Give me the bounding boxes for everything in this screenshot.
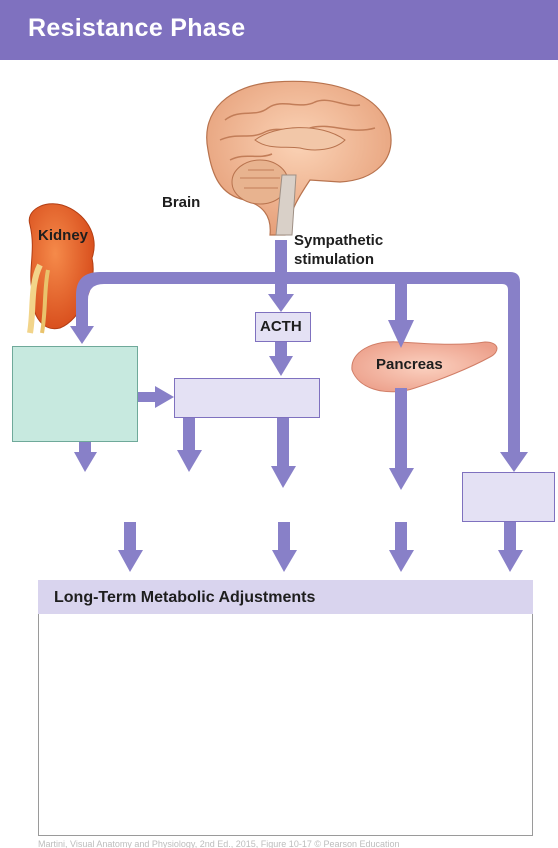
page-title: Resistance Phase [28, 14, 246, 42]
arrow-lt-3-head [389, 550, 414, 572]
arrow-lav-left-shaft [183, 418, 195, 452]
acth-box: ACTH [255, 312, 311, 342]
arrow-pancreas-down-head [389, 468, 414, 490]
arrow-lt-3-shaft [395, 522, 407, 552]
arrow-pancreas-head [388, 320, 414, 348]
adjustments-body [38, 614, 533, 836]
arrow-teal-down-shaft [79, 442, 91, 454]
pancreas-label: Pancreas [376, 356, 443, 373]
pancreas-illustration [351, 341, 498, 393]
arrow-acth-down-head [269, 356, 293, 376]
arrow-teal-down-head [74, 452, 97, 472]
adjustments-title: Long-Term Metabolic Adjustments [54, 589, 316, 606]
stimulation-label: stimulation [294, 251, 375, 268]
arrow-lt-2-shaft [278, 522, 290, 552]
adjustments-header: Long-Term Metabolic Adjustments [38, 580, 533, 614]
arrow-lav-right-head [271, 466, 296, 488]
footer-credit: Martini, Visual Anatomy and Physiology, … [38, 839, 400, 848]
arrow-lt-4-head [498, 550, 523, 572]
arrow-lt-1-head [118, 550, 143, 572]
adrenal-medulla-box [12, 346, 138, 442]
arrow-lt-1-shaft [124, 522, 136, 552]
arrow-lav-left-head [177, 450, 202, 472]
header-bar: Resistance Phase [0, 0, 558, 60]
arrow-right-head [500, 452, 528, 472]
acth-label: ACTH [260, 318, 302, 335]
arrow-teal-to-lavender-head [155, 386, 174, 408]
arrow-teal-to-lavender-shaft [138, 392, 158, 402]
arrow-pancreas-shaft [395, 284, 407, 324]
arrow-acth-down-shaft [275, 342, 287, 360]
arrow-lav-right-shaft [277, 418, 289, 470]
arrow-pancreas-down-shaft [395, 388, 407, 470]
arrow-brain-stem [275, 240, 287, 282]
adrenal-cortex-box [174, 378, 320, 418]
kidney-label: Kidney [38, 227, 89, 244]
arrow-acth-head [268, 294, 294, 312]
right-hormone-box [462, 472, 555, 522]
brain-label: Brain [162, 194, 201, 211]
brain-illustration [206, 80, 392, 236]
sympathetic-label: Sympathetic [294, 232, 384, 249]
arrow-lt-4-shaft [504, 522, 516, 552]
arrow-kidney-down [70, 326, 94, 344]
arrow-lt-2-head [272, 550, 297, 572]
